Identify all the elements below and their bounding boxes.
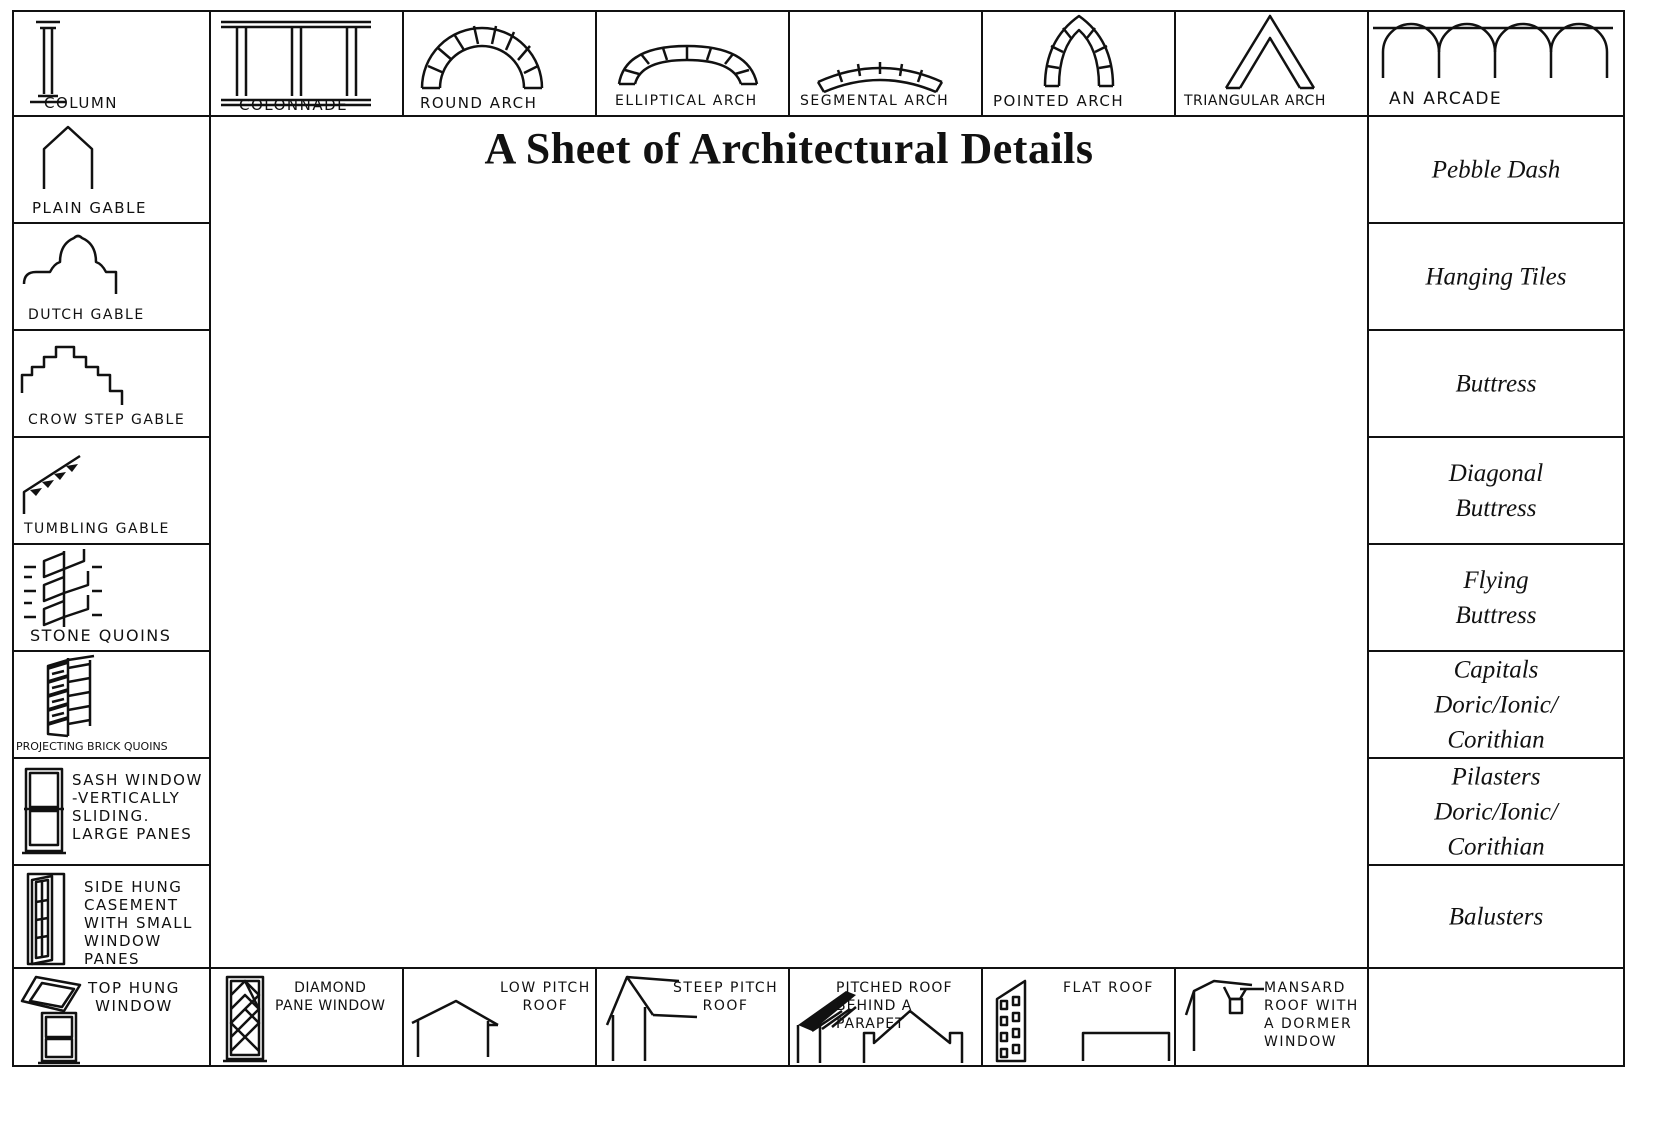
cell-capitals: Capitals Doric/Ionic/ Corithian [1367,650,1625,759]
crow-step-gable-icon [20,345,124,405]
flat-roof-icon [995,979,1171,1063]
cell-column: COLUMN [12,10,211,117]
main-drawing-area: A Sheet of Architectural Details [209,115,1369,967]
cell-empty-corner [1367,967,1625,1067]
label-pebble-dash: Pebble Dash [1431,156,1561,183]
label-casement-window: SIDE HUNG CASEMENT WITH SMALL WINDOW PAN… [84,878,193,968]
cell-tumbling-gable: TUMBLING GABLE [12,436,211,545]
label-flat-roof: FLAT ROOF [1063,980,1154,996]
cell-dutch-gable: DUTCH GABLE [12,222,211,331]
cell-arcade: AN ARCADE [1367,10,1625,117]
cell-segmental-arch: SEGMENTAL ARCH [788,10,983,117]
label-hanging-tiles: Hanging Tiles [1425,263,1567,290]
casement-window-icon [26,872,66,966]
label-tumbling-gable: TUMBLING GABLE [24,521,170,537]
label-parapet-roof: PITCHED ROOF BEHIND A PARAPET [836,980,953,1032]
brick-quoins-icon [46,654,95,738]
label-diagonal-buttress: Diagonal Buttress [1448,459,1544,522]
cell-casement-window: SIDE HUNG CASEMENT WITH SMALL WINDOW PAN… [12,864,211,969]
label-brick-quoins: PROJECTING BRICK QUOINS [16,740,168,753]
label-plain-gable: PLAIN GABLE [32,199,147,217]
cell-balusters: Balusters [1367,864,1625,969]
top-hung-window-icon [20,975,82,1065]
cell-stone-quoins: STONE QUOINS [12,543,211,652]
triangular-arch-icon [1224,14,1316,90]
stone-quoins-icon [24,549,102,627]
mansard-roof-icon [1184,979,1264,1051]
cell-pilasters: Pilasters Doric/Ionic/ Corithian [1367,757,1625,866]
cell-parapet-roof: PITCHED ROOF BEHIND A PARAPET [788,967,983,1067]
label-colonnade: COLONNADE [239,96,349,114]
cell-triangular-arch: TRIANGULAR ARCH [1174,10,1369,117]
label-diamond-pane-window: DIAMOND PANE WINDOW [275,980,386,1014]
sash-window-icon [22,767,66,855]
label-stone-quoins: STONE QUOINS [30,626,172,645]
cell-brick-quoins: PROJECTING BRICK QUOINS [12,650,211,759]
cell-diagonal-buttress: Diagonal Buttress [1367,436,1625,545]
cell-sash-window: SASH WINDOW -VERTICALLY SLIDING. LARGE P… [12,757,211,866]
cell-top-hung-window: TOP HUNG WINDOW [12,967,211,1067]
cell-pebble-dash: Pebble Dash [1367,115,1625,224]
cell-low-pitch-roof: LOW PITCH ROOF [402,967,597,1067]
label-crow-step-gable: CROW STEP GABLE [28,412,186,428]
label-low-pitch-roof: LOW PITCH ROOF [500,980,591,1014]
label-flying-buttress: Flying Buttress [1455,566,1537,629]
dutch-gable-icon [22,234,118,294]
cell-mansard-roof: MANSARD ROOF WITH A DORMER WINDOW [1174,967,1369,1067]
label-top-hung-window: TOP HUNG WINDOW [88,979,180,1015]
steep-pitch-roof-icon [605,975,698,1061]
label-sash-window: SASH WINDOW -VERTICALLY SLIDING. LARGE P… [72,771,203,843]
label-column: COLUMN [44,94,119,112]
round-arch-icon [420,25,544,90]
label-steep-pitch-roof: STEEP PITCH ROOF [673,980,779,1014]
sheet-title: A Sheet of Architectural Details [484,124,1094,173]
plain-gable-icon [42,125,94,189]
label-triangular-arch: TRIANGULAR ARCH [1184,93,1326,109]
tumbling-gable-icon [22,454,81,514]
cell-elliptical-arch: ELLIPTICAL ARCH [595,10,790,117]
label-arcade: AN ARCADE [1389,89,1503,109]
diamond-pane-window-icon [223,975,267,1063]
label-balusters: Balusters [1448,903,1544,930]
elliptical-arch-icon [617,44,759,86]
label-round-arch: ROUND ARCH [420,94,538,112]
label-pilasters: Pilasters Doric/Ionic/ Corithian [1434,763,1558,860]
cell-flying-buttress: Flying Buttress [1367,543,1625,652]
low-pitch-roof-icon [411,999,499,1057]
cell-hanging-tiles: Hanging Tiles [1367,222,1625,331]
cell-flat-roof: FLAT ROOF [981,967,1176,1067]
architectural-details-sheet: COLUMN COLONNADE ROUND ARCH ELLIPTICAL A… [12,10,1625,1123]
cell-plain-gable: PLAIN GABLE [12,115,211,224]
label-dutch-gable: DUTCH GABLE [28,307,145,323]
cell-buttress: Buttress [1367,329,1625,438]
column-icon [30,20,66,104]
cell-diamond-pane-window: DIAMOND PANE WINDOW [209,967,404,1067]
label-pointed-arch: POINTED ARCH [993,92,1125,110]
label-capitals: Capitals Doric/Ionic/ Corithian [1434,656,1558,753]
label-segmental-arch: SEGMENTAL ARCH [800,93,950,109]
pointed-arch-icon [1043,14,1115,88]
label-mansard-roof: MANSARD ROOF WITH A DORMER WINDOW [1264,980,1359,1050]
cell-crow-step-gable: CROW STEP GABLE [12,329,211,438]
parapet-roof-icon [796,991,964,1063]
cell-colonnade: COLONNADE [209,10,404,117]
segmental-arch-icon [816,62,944,94]
cell-pointed-arch: POINTED ARCH [981,10,1176,117]
cell-round-arch: ROUND ARCH [402,10,597,117]
label-elliptical-arch: ELLIPTICAL ARCH [615,93,758,109]
cell-steep-pitch-roof: STEEP PITCH ROOF [595,967,790,1067]
colonnade-icon [221,20,371,107]
arcade-icon [1373,22,1613,78]
label-buttress: Buttress [1455,370,1537,397]
